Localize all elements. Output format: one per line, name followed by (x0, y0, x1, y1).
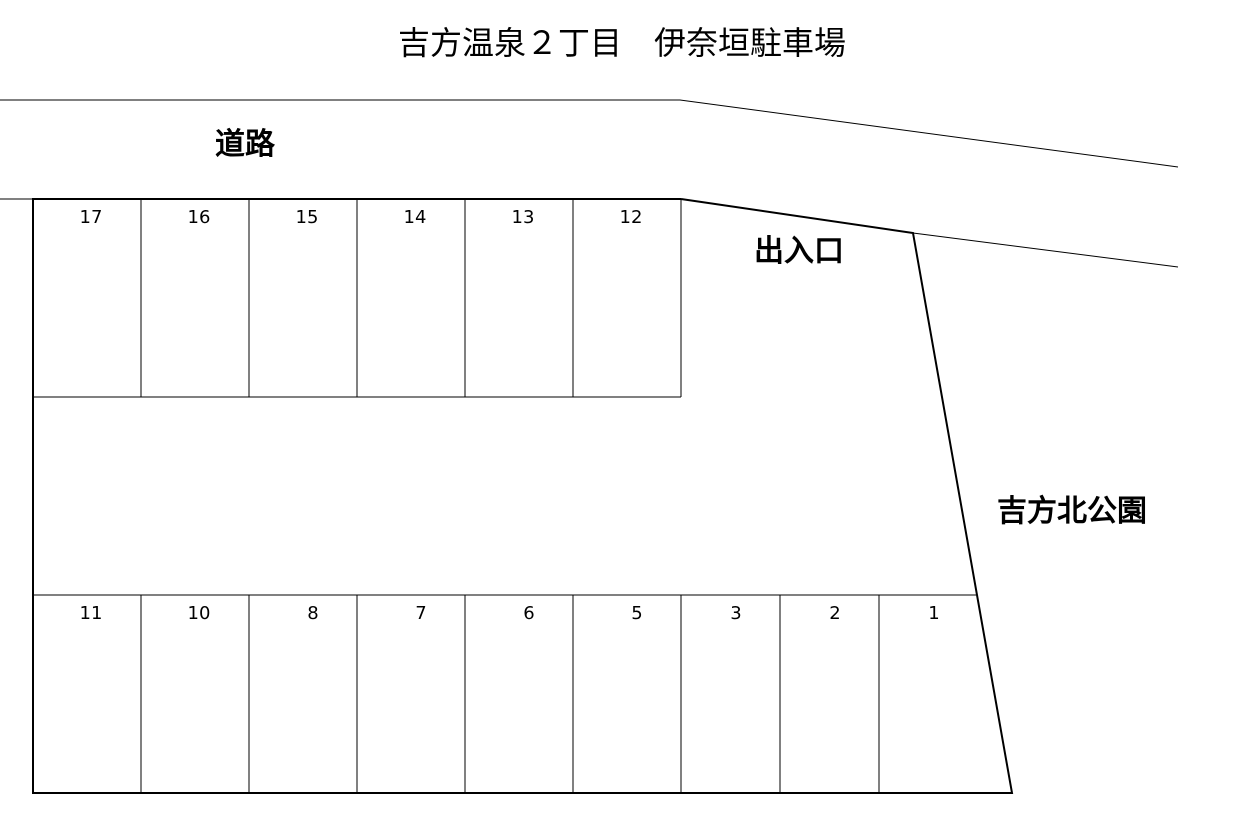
stall-number: 3 (730, 603, 741, 624)
stall-number: 17 (80, 207, 103, 228)
stall-number: 10 (188, 603, 211, 624)
park-label: 吉方北公園 (997, 494, 1147, 529)
stall-number: 2 (829, 603, 840, 624)
stall-number: 12 (620, 207, 643, 228)
stall-number: 7 (415, 603, 426, 624)
parking-lot-outline (32, 198, 1014, 794)
stall-number: 14 (404, 207, 427, 228)
road-label: 道路 (215, 127, 276, 162)
road-lower-edge-right (912, 232, 1179, 268)
page-title: 吉方温泉２丁目 伊奈垣駐車場 (398, 24, 846, 62)
road-edges (0, 99, 1179, 268)
top-stall-row: 17 16 15 14 13 12 (33, 199, 682, 398)
bottom-stall-row: 11 10 8 7 6 5 3 2 1 (33, 594, 976, 793)
road-upper-edge (0, 99, 1179, 168)
stall-number: 15 (296, 207, 319, 228)
stall-number: 16 (188, 207, 211, 228)
stall-number: 11 (80, 603, 103, 624)
stall-number: 6 (523, 603, 534, 624)
stall-number: 1 (928, 603, 939, 624)
stall-number: 5 (631, 603, 642, 624)
entrance-label: 出入口 (754, 234, 844, 269)
stall-number: 8 (307, 603, 318, 624)
stall-number: 13 (512, 207, 535, 228)
